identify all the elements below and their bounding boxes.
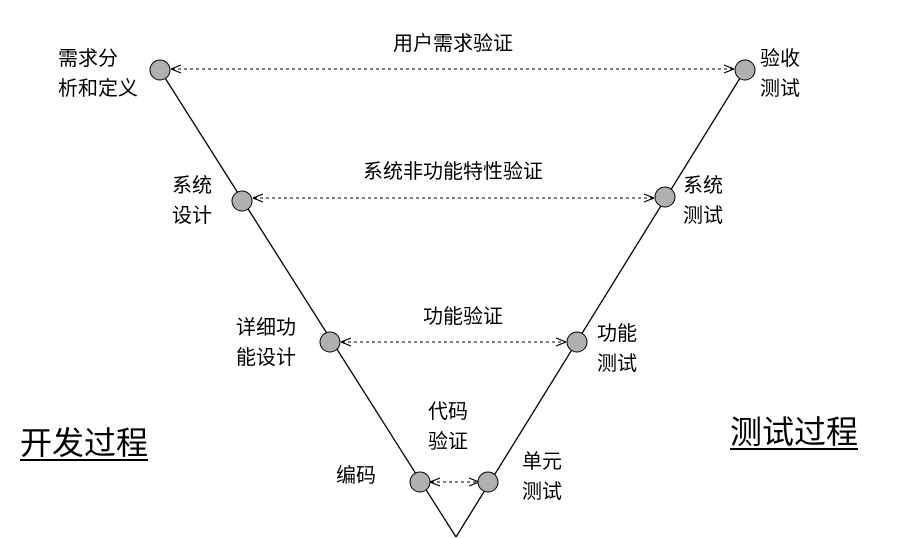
label-coding: 编码 [336,460,376,490]
verification-label-system-nonfunctional: 系统非功能特性验证 [363,159,543,183]
label-line: 单元 [522,449,562,473]
label-requirements-analysis: 需求分 析和定义 [58,43,138,103]
label-line: 验证 [428,429,468,453]
label-line: 测试 [522,479,562,503]
label-line: 系统 [683,173,723,197]
label-line: 析和定义 [58,76,138,100]
label-line: 测试 [597,351,637,375]
label-line: 需求分 [58,46,118,70]
label-system-test: 系统 测试 [683,170,723,230]
node-functional-test [566,331,588,353]
label-functional-test: 功能 测试 [597,318,637,378]
verification-label-code: 代码 验证 [428,396,468,456]
node-unit-test [477,471,499,493]
label-line: 验收 [760,46,800,70]
label-system-design: 系统 设计 [172,170,212,230]
label-unit-test: 单元 测试 [522,446,562,506]
label-line: 能设计 [236,345,296,369]
node-acceptance-test [734,59,756,81]
node-system-test [654,186,676,208]
label-line: 详细功 [236,315,296,339]
verification-label-user-requirements: 用户需求验证 [393,31,513,55]
label-detailed-design: 详细功 能设计 [236,312,296,372]
label-line: 设计 [172,203,212,227]
label-line: 测试 [760,76,800,100]
testing-line [455,69,746,538]
development-process-title: 开发过程 [20,424,149,462]
node-requirements-analysis [149,59,171,81]
label-line: 功能 [597,321,637,345]
node-coding [409,471,431,493]
label-line: 系统 [172,173,212,197]
label-line: 测试 [683,203,723,227]
testing-process-title: 测试过程 [730,413,859,451]
label-line: 编码 [336,463,376,487]
node-detailed-design [319,331,341,353]
verification-label-functional: 功能验证 [423,304,503,328]
label-acceptance-test: 验收 测试 [760,43,800,103]
label-line: 代码 [428,399,468,423]
node-system-design [231,190,253,212]
development-line [159,69,457,538]
